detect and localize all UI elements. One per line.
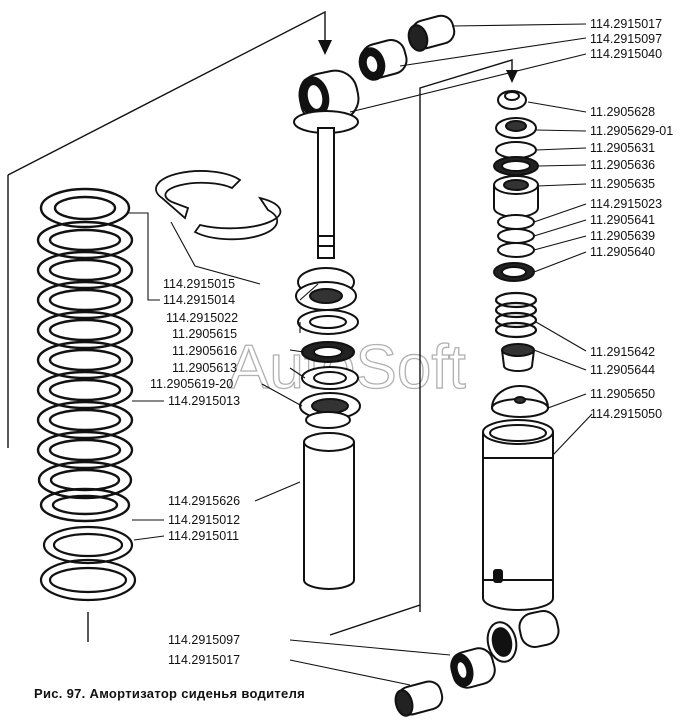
upper-eye-and-rod xyxy=(293,69,360,259)
part-label: 114.2915017 xyxy=(168,653,240,667)
part-label: 114.2915015 xyxy=(163,277,235,291)
part-label: 11.2905636 xyxy=(590,158,655,172)
assembly-frame-lines xyxy=(7,10,518,642)
part-label: 11.2905619-20 xyxy=(150,377,233,391)
valve-stack xyxy=(493,90,539,282)
split-half-rings xyxy=(155,170,282,241)
part-label: 11.2905615 xyxy=(172,327,237,341)
part-label: 11.2905616 xyxy=(172,344,237,358)
part-label: 114.2915012 xyxy=(168,513,240,527)
part-label: 114.2915040 xyxy=(590,47,662,61)
lower-bushings xyxy=(394,647,496,717)
inner-cylinder xyxy=(482,419,560,663)
part-label: 11.2905640 xyxy=(590,245,655,259)
part-label: 11.2905644 xyxy=(590,363,655,377)
part-label: 11.2905650 xyxy=(590,387,655,401)
part-label: 11.2905639 xyxy=(590,229,655,243)
part-label: 11.2905631 xyxy=(590,141,655,155)
part-label: 114.2915022 xyxy=(166,311,238,325)
part-label: 114.2915097 xyxy=(168,633,240,647)
upper-bushings xyxy=(358,14,456,81)
part-label: 11.2905635 xyxy=(590,177,655,191)
lower-valve-parts xyxy=(490,343,550,418)
figure-caption: Рис. 97. Амортизатор сиденья водителя xyxy=(34,686,305,701)
part-label: 114.2915097 xyxy=(590,32,662,46)
rod-piston-stack xyxy=(295,267,361,429)
part-label: 114.2915626 xyxy=(168,494,240,508)
part-labels: 114.2915017 114.2915097 114.2915040 11.2… xyxy=(150,17,673,667)
part-label: 11.2905613 xyxy=(172,361,237,375)
part-label: 114.2915050 xyxy=(590,407,662,421)
part-label: 11.2915642 xyxy=(590,345,655,359)
leader-lines xyxy=(127,23,593,686)
valve-spring xyxy=(494,291,538,339)
spring-seats xyxy=(39,525,137,602)
part-label: 11.2905628 xyxy=(590,105,655,119)
outer-tube xyxy=(303,432,355,590)
part-label: 114.2915014 xyxy=(163,293,235,307)
watermark: AutoSoft xyxy=(228,333,466,402)
part-label: 114.2915017 xyxy=(590,17,662,31)
part-label: 11.2905629-01 xyxy=(590,124,673,138)
part-label: 114.2915011 xyxy=(168,529,239,543)
part-label: 11.2905641 xyxy=(590,213,655,227)
coil-spring xyxy=(36,187,134,523)
part-label: 114.2915023 xyxy=(590,197,662,211)
part-label: 114.2915013 xyxy=(168,394,240,408)
